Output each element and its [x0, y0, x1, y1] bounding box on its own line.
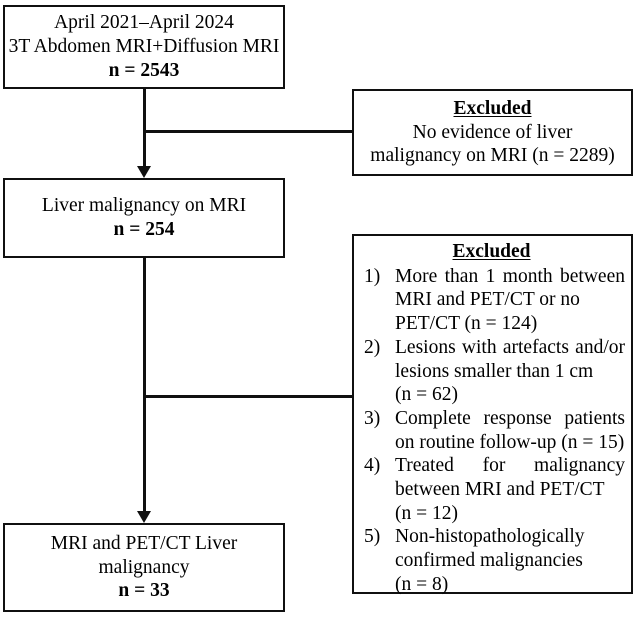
list-item: Non-histopathologically confirmed malign…	[358, 525, 625, 596]
exclusion-item-1-tail: PET/CT (n = 124)	[395, 313, 538, 335]
node-excluded-criteria-list: Excluded More than 1 month between MRI a…	[352, 234, 633, 597]
exclusion-item-4-tail: (n = 12)	[395, 502, 458, 524]
liver-count: n = 254	[113, 219, 175, 240]
exclusion-item-4-body: Treated for malignancy between MRI and P…	[395, 455, 625, 500]
exclusion-criteria-list: More than 1 month between MRI and PET/CT…	[358, 265, 625, 597]
node-liver-malignancy: Liver malignancy on MRI n = 254	[3, 178, 285, 258]
list-item: Treated for malignancy between MRI and P…	[358, 454, 625, 525]
list-item: Complete response patients on routine fo…	[358, 407, 625, 454]
connector-to-excluded-1	[143, 130, 354, 133]
node-excluded-no-liver-malignancy: Excluded No evidence of liver malignancy…	[352, 89, 633, 176]
final-line-1: MRI and PET/CT Liver	[50, 532, 238, 554]
excluded-2-header: Excluded	[452, 241, 531, 262]
node-enrolled-population: April 2021–April 2024 3T Abdomen MRI+Dif…	[3, 5, 285, 89]
liver-line-1: Liver malignancy on MRI	[41, 195, 247, 217]
excluded-1-line-1: No evidence of liver	[412, 121, 573, 143]
exclusion-item-5-tail: (n = 8)	[395, 573, 449, 595]
list-item: More than 1 month between MRI and PET/CT…	[358, 265, 625, 336]
final-line-2: malignancy	[98, 556, 190, 578]
excluded-1-line-2: malignancy on MRI (n = 2289)	[370, 145, 615, 167]
exclusion-item-3-body: Complete response patients on routine fo…	[395, 407, 625, 453]
list-item: Lesions with artefacts and/or lesions sm…	[358, 336, 625, 407]
arrowhead-to-liver	[137, 166, 151, 178]
exclusion-item-1-body: More than 1 month between MRI and PET/CT…	[395, 265, 625, 311]
exclusion-item-2-body: Lesions with artefacts and/or lesions sm…	[395, 336, 625, 382]
connector-enrolled-to-liver	[143, 89, 146, 167]
arrowhead-to-final	[137, 511, 151, 523]
excluded-1-header: Excluded	[453, 97, 532, 119]
node-final-cohort: MRI and PET/CT Liver malignancy n = 33	[3, 523, 285, 612]
enrolled-line-2: 3T Abdomen MRI+Diffusion MRI	[8, 36, 280, 58]
exclusion-item-5-body: Non-histopathologically confirmed malign…	[395, 526, 585, 572]
enrolled-count: n = 2543	[108, 59, 180, 81]
connector-liver-to-final	[143, 258, 146, 511]
connector-to-excluded-2	[143, 395, 354, 398]
final-count: n = 33	[118, 580, 170, 602]
exclusion-item-2-tail: (n = 62)	[395, 384, 458, 406]
enrolled-line-1: April 2021–April 2024	[54, 12, 234, 34]
